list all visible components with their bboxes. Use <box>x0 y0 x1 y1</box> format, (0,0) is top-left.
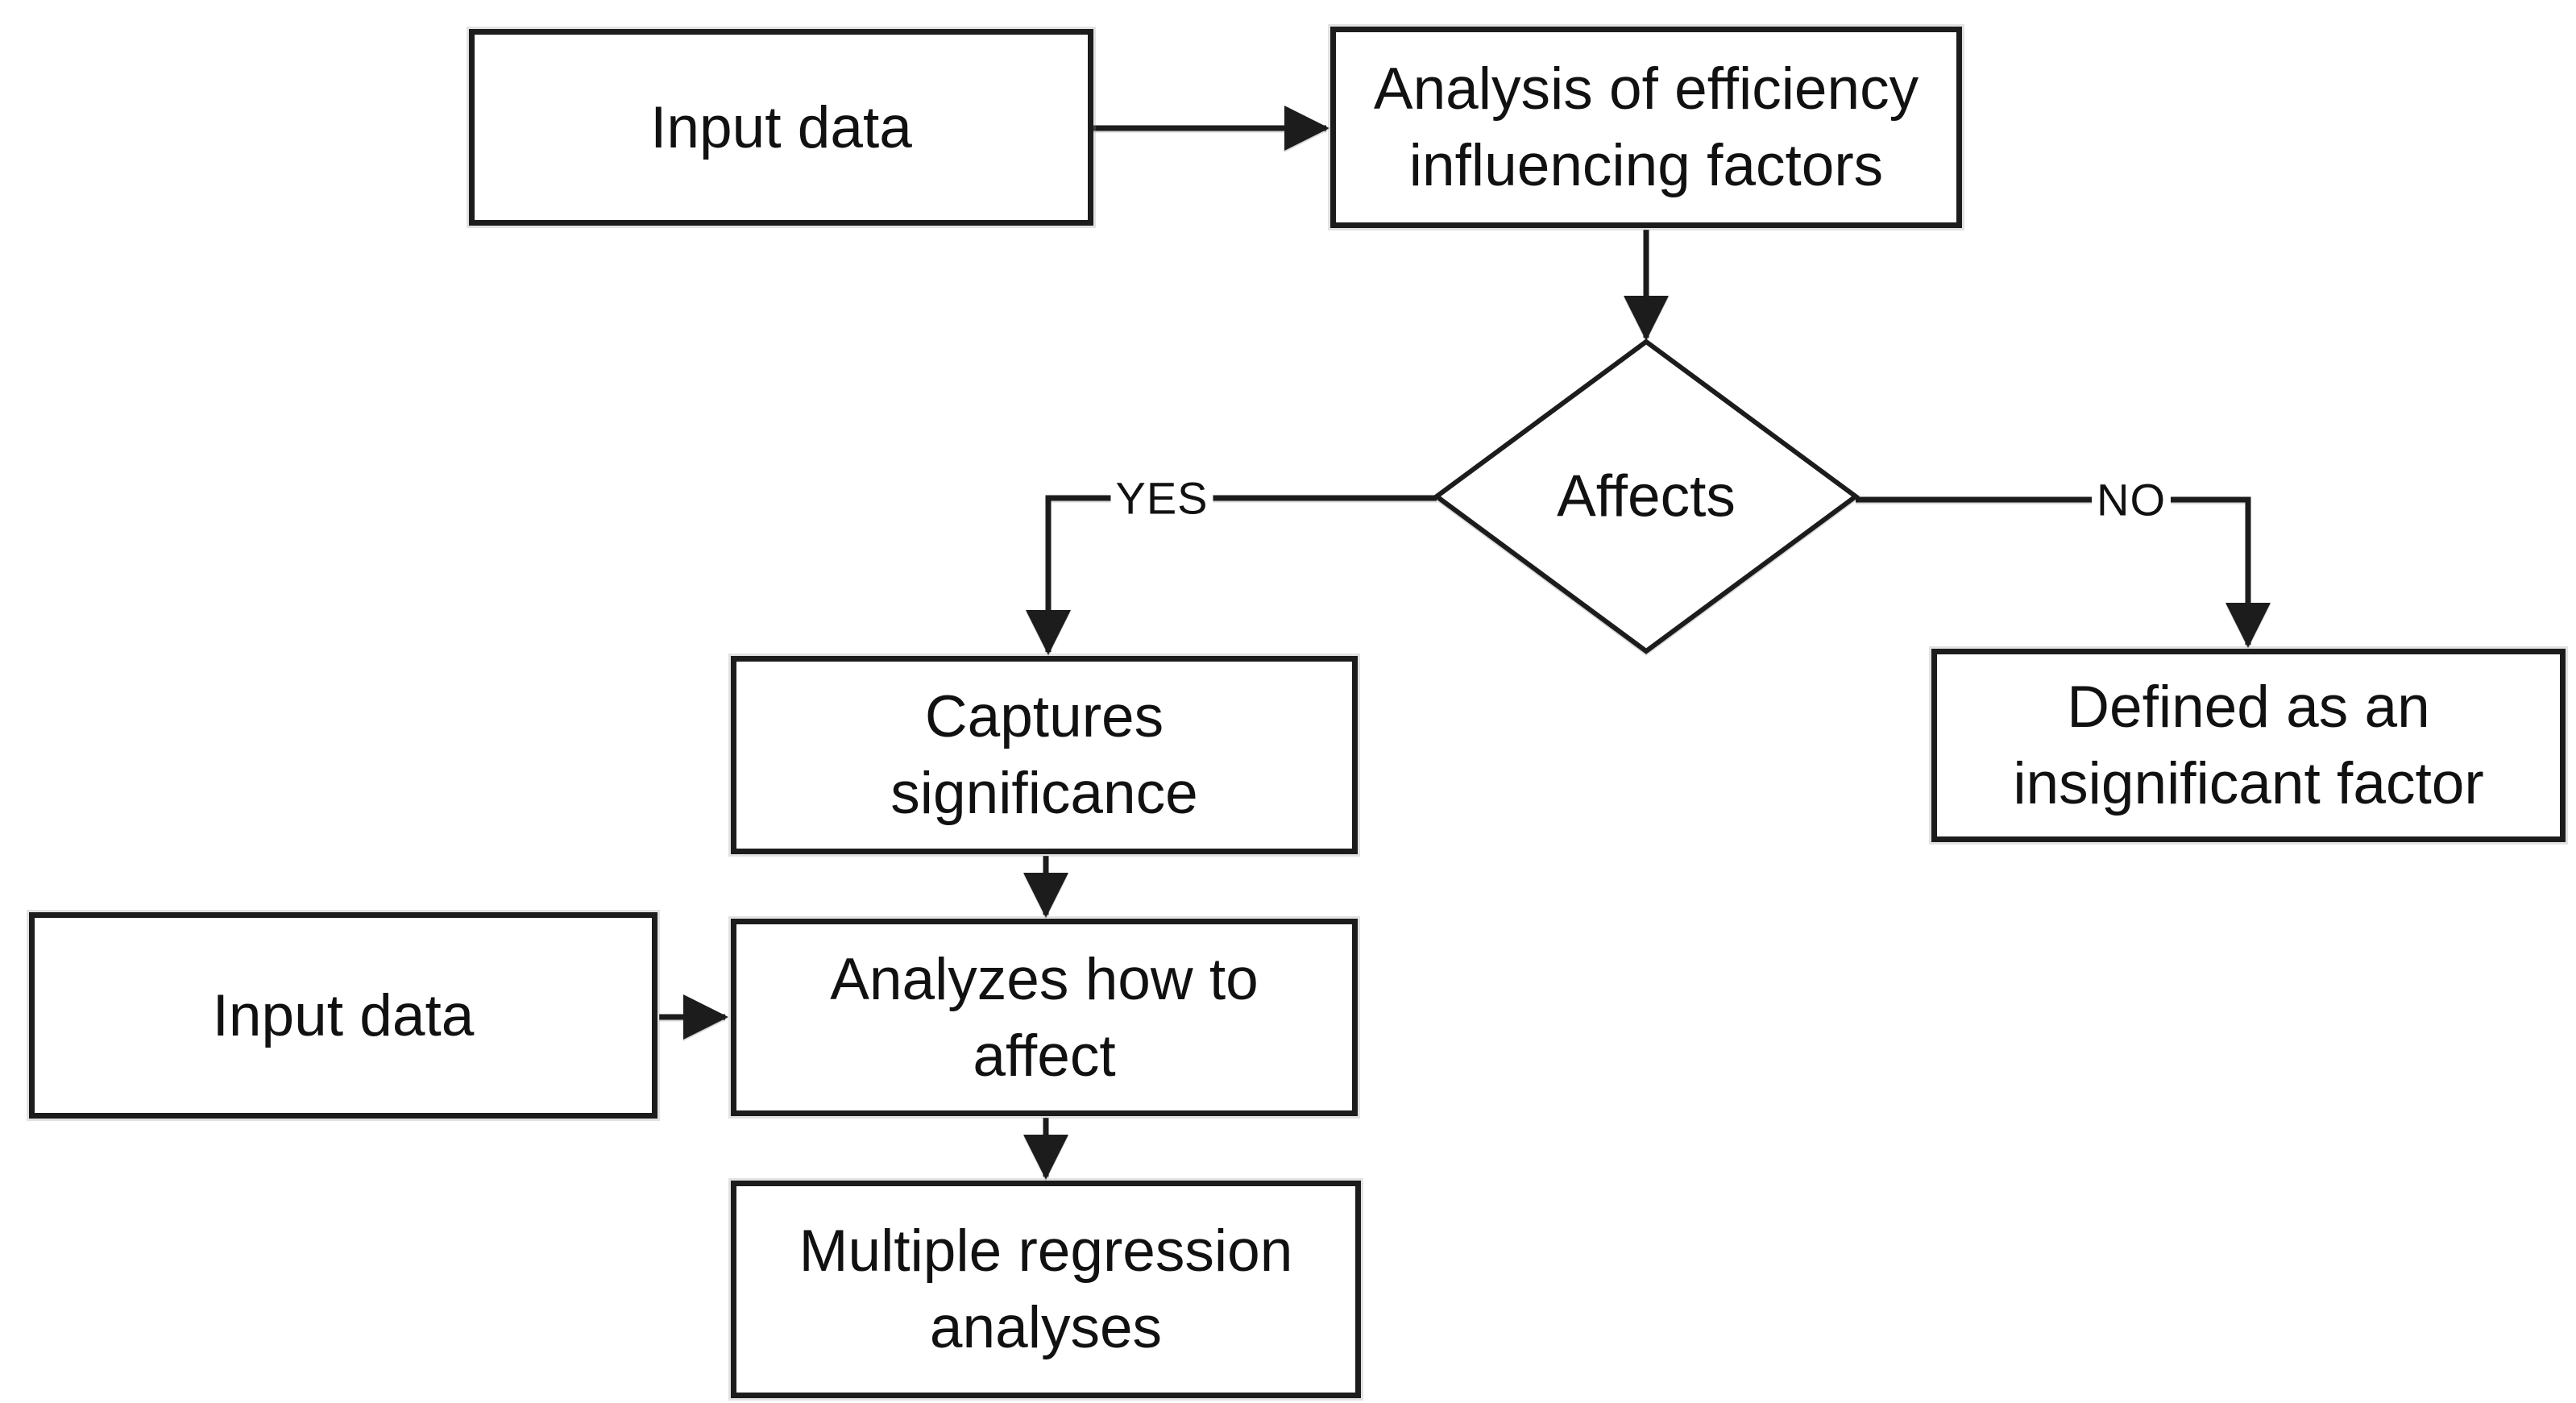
node-defined-insignificant-factor-label: Defined as an insignificant factor <box>2013 675 2484 816</box>
decision-diamond-shape <box>1432 338 1860 654</box>
node-affects-decision-label: Affects <box>1557 463 1736 529</box>
node-analyzes-how-to-affect-label: Analyzes how to affect <box>830 946 1259 1089</box>
node-input-data-top-label: Input data <box>650 94 912 160</box>
node-input-data-left: Input data <box>29 912 657 1119</box>
node-input-data-left-label: Input data <box>212 982 475 1048</box>
node-multiple-regression-analyses: Multiple regression analyses <box>731 1181 1361 1398</box>
node-captures-significance: Captures significance <box>731 656 1358 854</box>
branch-label-yes: YES <box>1110 471 1213 525</box>
edge-affects-no-to-defined <box>1856 496 2271 648</box>
node-analysis-of-efficiency: Analysis of efficiency influencing facto… <box>1330 27 1962 228</box>
node-analysis-of-efficiency-label: Analysis of efficiency influencing facto… <box>1373 56 1919 198</box>
node-analyzes-how-to-affect: Analyzes how to affect <box>731 919 1358 1116</box>
branch-label-no: NO <box>2092 473 2171 526</box>
edge-affects-yes-to-captures <box>1026 495 1437 655</box>
node-multiple-regression-analyses-label: Multiple regression analyses <box>799 1218 1293 1360</box>
node-defined-insignificant-factor: Defined as an insignificant factor <box>1931 649 2566 842</box>
node-input-data-top: Input data <box>469 29 1093 226</box>
node-captures-significance-label: Captures significance <box>890 684 1198 826</box>
